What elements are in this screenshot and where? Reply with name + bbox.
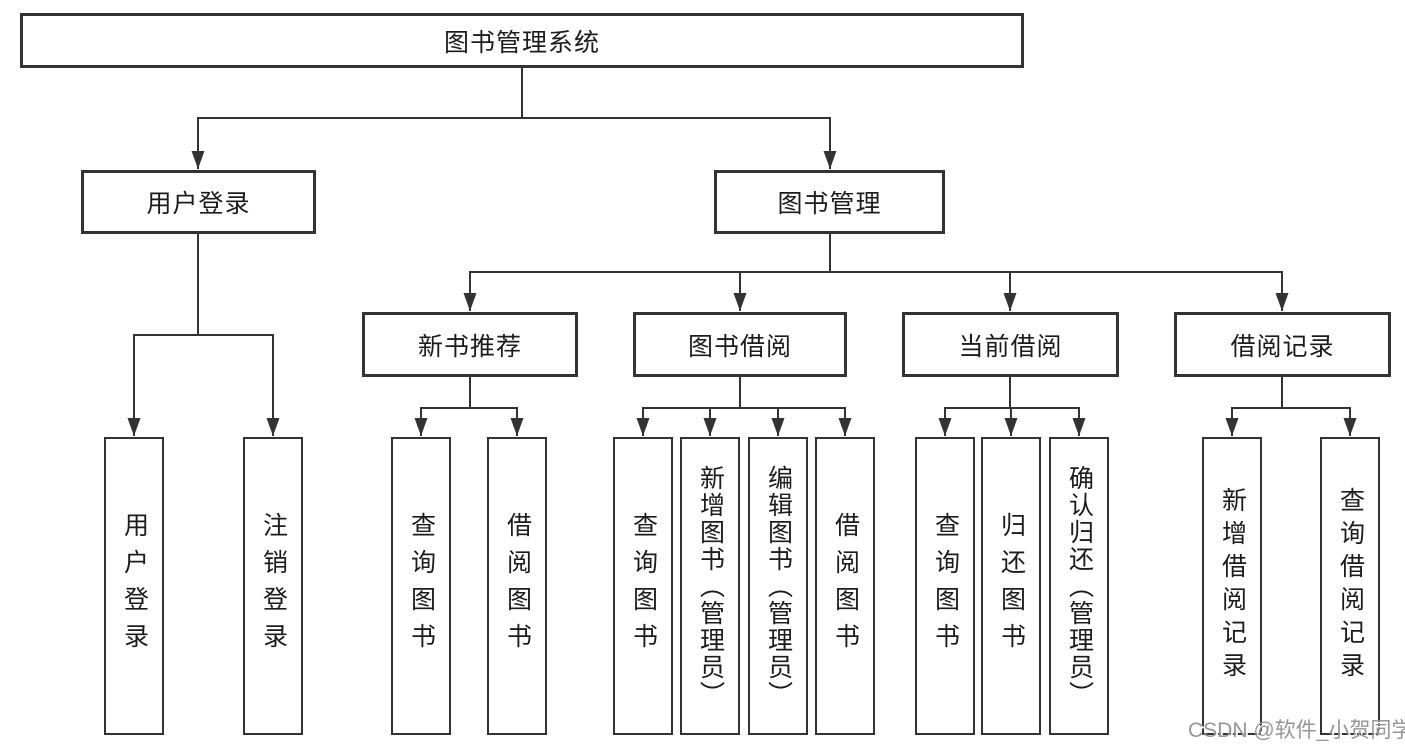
- section-new-book-recommend: 新书推荐: [362, 312, 578, 377]
- leaf-add-borrow-record: 新增借阅记录: [1202, 437, 1262, 735]
- leaf-query-borrow-record: 查询借阅记录: [1320, 437, 1380, 735]
- leaf-borrow-books: 借阅图书: [815, 437, 875, 735]
- leaf-user-login: 用户登录: [104, 437, 164, 735]
- leaf-return-books: 归还图书: [981, 437, 1041, 735]
- node-root-label: 图书管理系统: [443, 28, 600, 57]
- leaf-edit-books-admin: 编辑图书（管理员）: [748, 437, 808, 735]
- branch-book-management: 图书管理: [714, 170, 945, 234]
- leaf-edit-books-admin-label: 编辑图书（管理员）: [764, 464, 793, 708]
- section-current-borrow-label: 当前借阅: [958, 332, 1063, 361]
- leaf-borrow-books-recommend: 借阅图书: [487, 437, 547, 735]
- connector-new-book-recommend: [414, 377, 524, 436]
- leaf-add-books-admin: 新增图书（管理员）: [680, 437, 740, 735]
- connector-book-management: [463, 234, 1289, 311]
- leaf-query-books-current-label: 查询图书: [931, 512, 960, 660]
- leaf-query-books-recommend: 查询图书: [391, 437, 451, 735]
- connector-root: [191, 68, 837, 169]
- leaf-confirm-return-admin-label: 确认归还（管理员）: [1065, 464, 1094, 708]
- leaf-user-login-label: 用户登录: [120, 512, 149, 660]
- csdn-watermark: CSDN @软件_小贺同学: [1188, 719, 1405, 742]
- connector-user-login: [127, 234, 280, 436]
- section-book-borrow-label: 图书借阅: [687, 332, 792, 361]
- branch-book-management-label: 图书管理: [777, 190, 882, 218]
- leaf-borrow-books-recommend-label: 借阅图书: [503, 512, 532, 660]
- connector-current-borrow: [938, 377, 1086, 436]
- section-current-borrow: 当前借阅: [902, 312, 1119, 377]
- leaf-query-books-current: 查询图书: [915, 437, 975, 735]
- node-root: 图书管理系统: [20, 13, 1024, 68]
- leaf-query-books-recommend-label: 查询图书: [407, 512, 436, 660]
- leaf-return-books-label: 归还图书: [997, 512, 1026, 660]
- branch-user-login: 用户登录: [81, 170, 316, 234]
- section-borrow-records: 借阅记录: [1174, 312, 1391, 377]
- leaf-query-books-borrow: 查询图书: [613, 437, 673, 735]
- leaf-logout-login-label: 注销登录: [259, 512, 288, 660]
- leaf-confirm-return-admin: 确认归还（管理员）: [1049, 437, 1109, 735]
- section-borrow-records-label: 借阅记录: [1230, 332, 1335, 361]
- leaf-query-books-borrow-label: 查询图书: [629, 512, 658, 660]
- section-book-borrow: 图书借阅: [633, 312, 847, 377]
- connector-book-borrow: [636, 377, 852, 436]
- leaf-add-borrow-record-label: 新增借阅记录: [1218, 487, 1247, 685]
- leaf-add-books-admin-label: 新增图书（管理员）: [696, 464, 725, 708]
- leaf-query-borrow-record-label: 查询借阅记录: [1336, 487, 1365, 685]
- leaf-borrow-books-label: 借阅图书: [831, 512, 860, 660]
- branch-user-login-label: 用户登录: [146, 190, 251, 218]
- leaf-logout-login: 注销登录: [243, 437, 303, 735]
- section-new-book-recommend-label: 新书推荐: [417, 332, 522, 361]
- connector-borrow-records: [1225, 377, 1357, 436]
